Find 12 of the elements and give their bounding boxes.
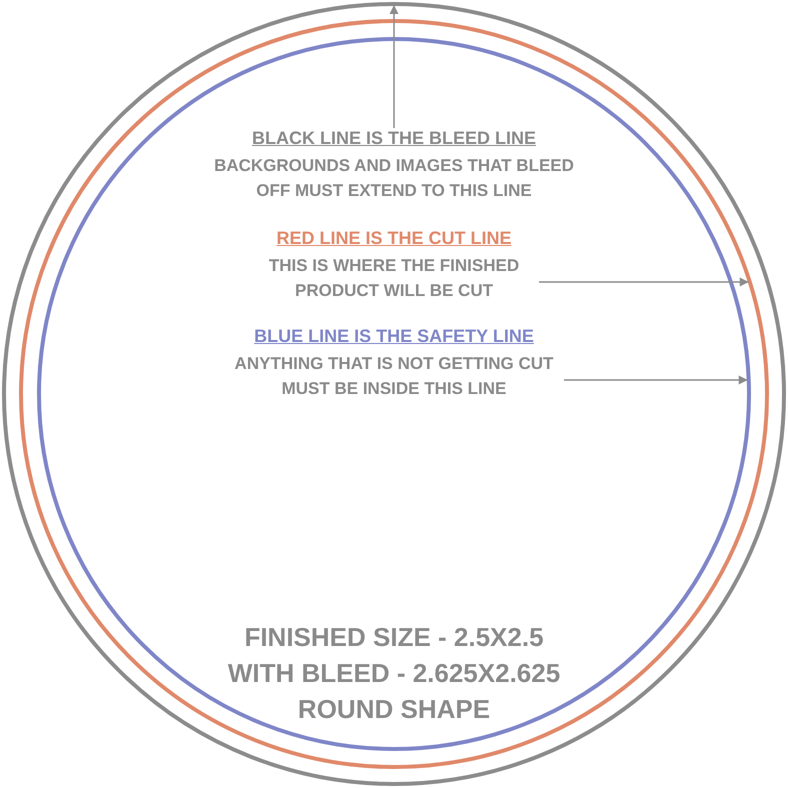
leader-arrow xyxy=(539,278,749,286)
heading: RED LINE IS THE CUT LINE xyxy=(276,228,512,249)
heading: BLACK LINE IS THE BLEED LINE xyxy=(252,128,536,149)
leader-arrow xyxy=(564,376,748,384)
note-text: ANYTHING THAT IS NOT GETTING CUT MUST BE INSIDE THIS LINE xyxy=(234,353,554,400)
size-note: WITH BLEED - 2.625X2.625 xyxy=(228,658,560,689)
note-text: BACKGROUNDS AND IMAGES THAT BLEED OFF MUST EXTEND TO THIS LINE xyxy=(213,155,575,202)
note-text: THIS IS WHERE THE FINISHED PRODUCT WILL BE CUT xyxy=(268,255,520,302)
size-note: FINISHED SIZE - 2.5X2.5 xyxy=(244,622,544,653)
heading: BLUE LINE IS THE SAFETY LINE xyxy=(254,326,534,347)
leader-arrow xyxy=(390,5,398,128)
size-note: ROUND SHAPE xyxy=(298,694,490,725)
